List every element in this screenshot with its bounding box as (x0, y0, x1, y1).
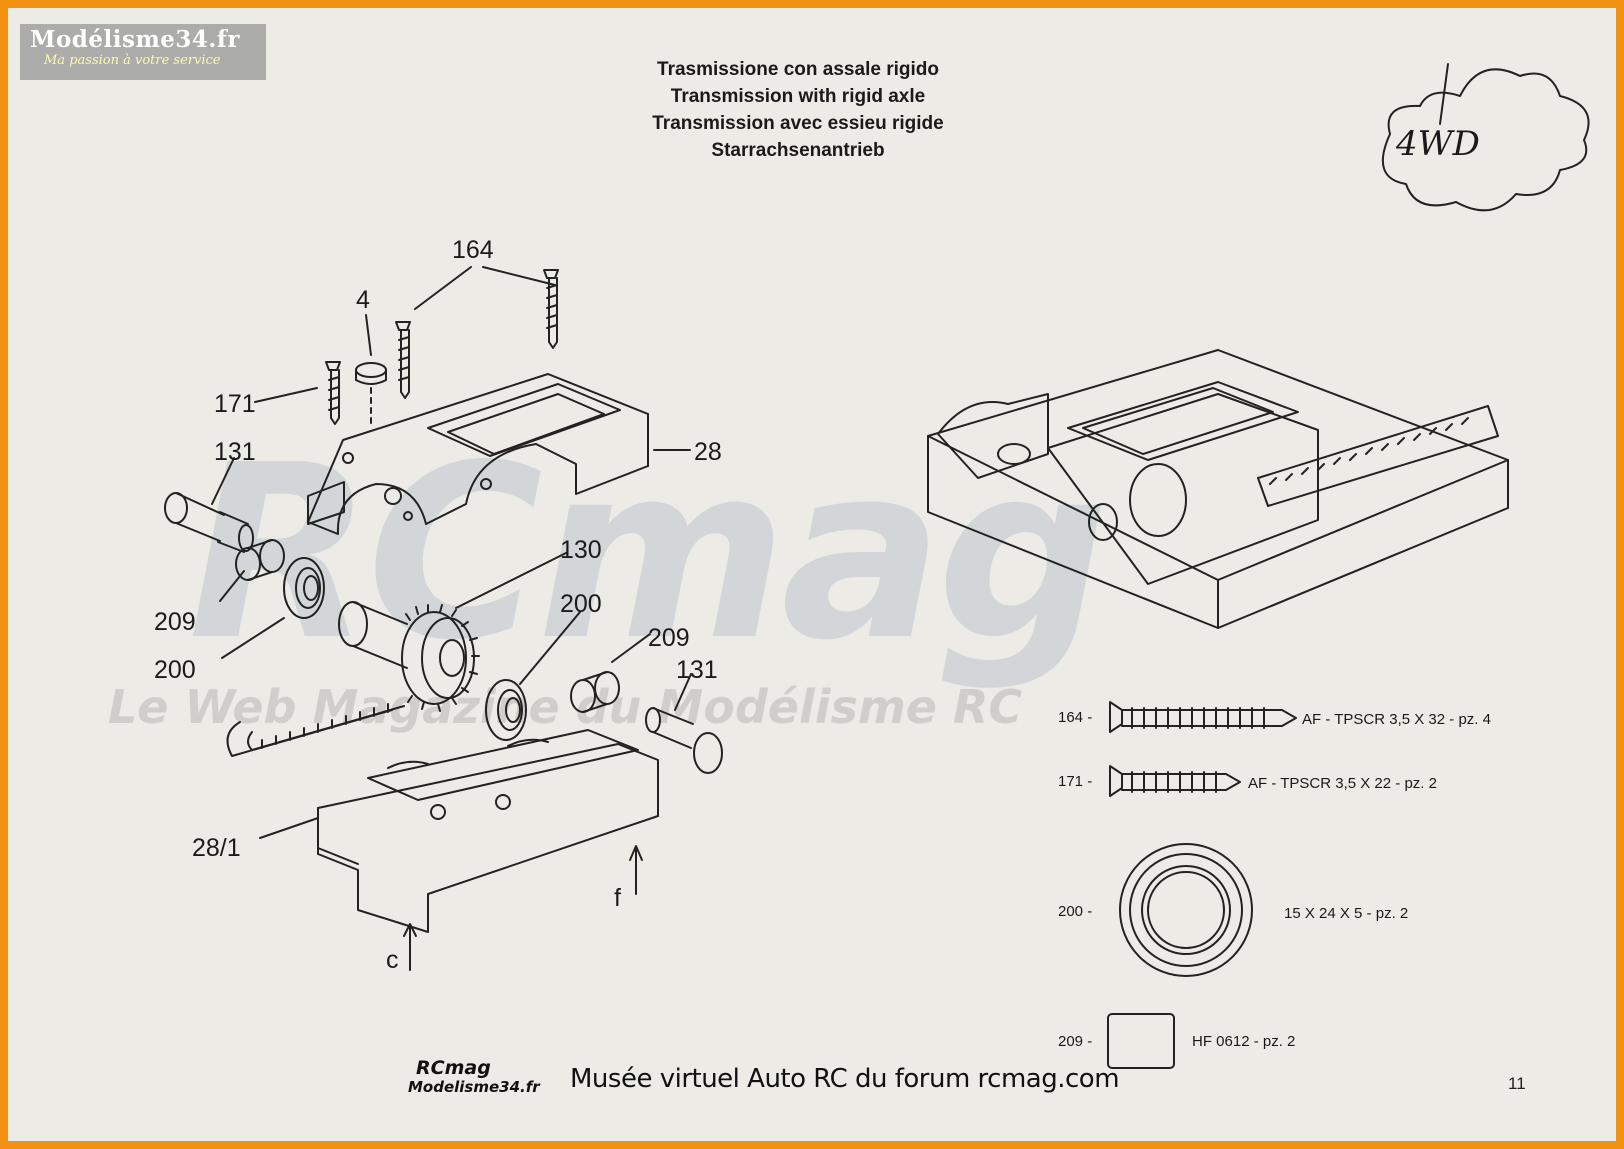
pulley-gear-130 (338, 601, 480, 712)
page-number: 11 (1508, 1074, 1526, 1093)
callout-28: 28 (694, 438, 722, 466)
housing-lower-28-1 (317, 729, 659, 933)
drive-belt (226, 703, 405, 757)
callout-131-left: 131 (214, 438, 256, 466)
footer-brand-top: RCmag (416, 1057, 491, 1079)
shaft-131-left (164, 492, 254, 553)
screw-171-drawing (1109, 765, 1241, 797)
callout-f: f (614, 884, 621, 912)
callout-4: 4 (356, 286, 370, 314)
callout-209-left: 209 (154, 608, 196, 636)
housing-upper-28 (307, 373, 649, 535)
part-200-number: 200 - (1058, 903, 1092, 920)
title-english: Transmission with rigid axle (670, 86, 926, 107)
part-171-number: 171 - (1058, 773, 1092, 790)
pin-4 (355, 362, 387, 429)
callout-c: c (386, 946, 399, 974)
callout-164: 164 (452, 236, 494, 264)
screw-164-left (395, 321, 411, 399)
bushing-209-right (570, 671, 620, 713)
callout-130: 130 (560, 536, 602, 564)
screw-164-right (543, 269, 559, 349)
exploded-diagram: 164 4 171 131 28 130 200 209 209 200 131… (154, 63, 1590, 1069)
part-200-description: 15 X 24 X 5 - pz. 2 (1284, 905, 1408, 922)
bearing-200-left (283, 557, 325, 619)
screw-164-drawing (1109, 701, 1297, 733)
site-watermark-logo: Modélisme34.fr Ma passion à votre servic… (20, 24, 266, 80)
page-title-block: Trasmissione con assale rigido Transmiss… (568, 56, 1028, 164)
title-french: Transmission avec essieu rigide (652, 113, 944, 134)
site-watermark-tagline: Ma passion à votre service (44, 53, 221, 68)
part-209-description: HF 0612 - pz. 2 (1192, 1033, 1295, 1050)
callout-200-left: 200 (154, 656, 196, 684)
shaft-131-right (645, 707, 723, 774)
title-italian: Trasmissione con assale rigido (657, 59, 939, 80)
footer-brand-bottom: Modelisme34.fr (408, 1078, 540, 1096)
bushing-209-drawing (1107, 1013, 1175, 1069)
manual-page: RCmag Le Web Magazine du Modélisme RC Mo… (8, 8, 1616, 1141)
screw-171 (325, 361, 341, 425)
site-watermark-title: Modélisme34.fr (30, 26, 240, 53)
callout-28-1: 28/1 (192, 834, 241, 862)
assembled-transmission-view (927, 349, 1509, 629)
footer-brand-logo: RCmag Modelisme34.fr (408, 1058, 563, 1104)
bushing-209-left (235, 539, 285, 581)
callout-171: 171 (214, 390, 256, 418)
callout-131-right: 131 (676, 656, 718, 684)
part-164-number: 164 - (1058, 709, 1092, 726)
part-164-description: AF - TPSCR 3,5 X 32 - pz. 4 (1302, 711, 1491, 728)
4wd-badge: 4WD (1396, 124, 1480, 164)
part-171-description: AF - TPSCR 3,5 X 22 - pz. 2 (1248, 775, 1437, 792)
callout-209-right: 209 (648, 624, 690, 652)
bearing-200-drawing (1119, 843, 1253, 977)
footer-caption: Musée virtuel Auto RC du forum rcmag.com (570, 1064, 1120, 1094)
4wd-badge-outline (1381, 68, 1590, 212)
callout-200-upper: 200 (560, 590, 602, 618)
rcmag-watermark-subtitle: Le Web Magazine du Modélisme RC (108, 680, 1023, 734)
part-209-number: 209 - (1058, 1033, 1092, 1050)
title-german: Starrachsenantrieb (711, 140, 885, 161)
bearing-200-right (485, 679, 527, 741)
